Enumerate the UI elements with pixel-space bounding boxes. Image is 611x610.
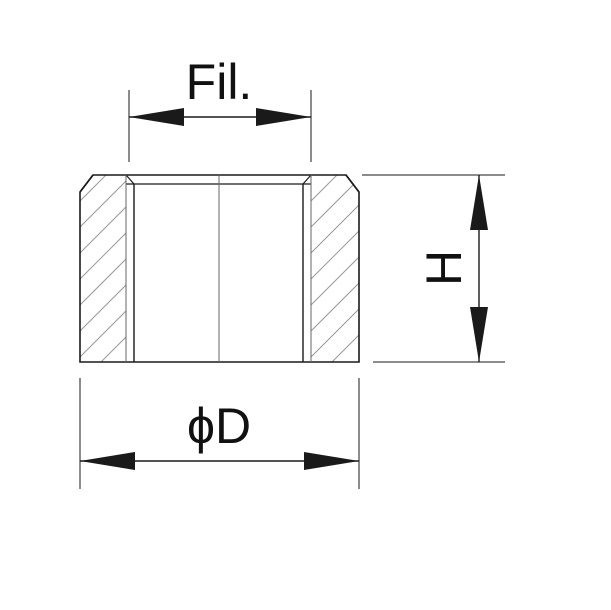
diameter-label: ϕD bbox=[187, 398, 251, 454]
hatch-line bbox=[311, 175, 359, 362]
bore-left-chamfer bbox=[125, 174, 135, 185]
fil-arrow-right bbox=[256, 108, 311, 126]
hatch-line bbox=[80, 175, 126, 362]
diameter-dimension: ϕD bbox=[79, 378, 360, 489]
hatch-line bbox=[311, 175, 359, 362]
left-wall-hatching bbox=[80, 175, 126, 362]
hatch-line bbox=[311, 175, 359, 362]
height-dimension: H bbox=[362, 174, 505, 363]
hatch-line bbox=[100, 175, 126, 362]
bore-right-chamfer bbox=[302, 174, 312, 185]
height-label: H bbox=[416, 250, 472, 286]
height-arrow-bottom bbox=[470, 307, 488, 362]
hatch-line bbox=[80, 175, 126, 362]
diameter-arrow-left bbox=[80, 452, 135, 470]
hatch-line bbox=[311, 175, 359, 362]
hatch-line bbox=[311, 175, 359, 362]
hatch-line bbox=[311, 175, 312, 362]
fil-arrow-left bbox=[129, 108, 184, 126]
bore bbox=[125, 174, 312, 362]
diameter-arrow-right bbox=[304, 452, 359, 470]
hatch-line bbox=[80, 175, 126, 362]
right-chamfer-line bbox=[345, 174, 360, 193]
hatch-line bbox=[80, 175, 81, 362]
hatch-line bbox=[311, 175, 338, 362]
hatch-line bbox=[80, 175, 126, 362]
hatch-line bbox=[80, 175, 126, 362]
nut-outline bbox=[79, 174, 360, 363]
fil-label: Fil. bbox=[186, 54, 253, 110]
left-chamfer-line bbox=[79, 174, 94, 193]
height-arrow-top bbox=[470, 175, 488, 230]
thread-dimension: Fil. bbox=[128, 54, 312, 162]
